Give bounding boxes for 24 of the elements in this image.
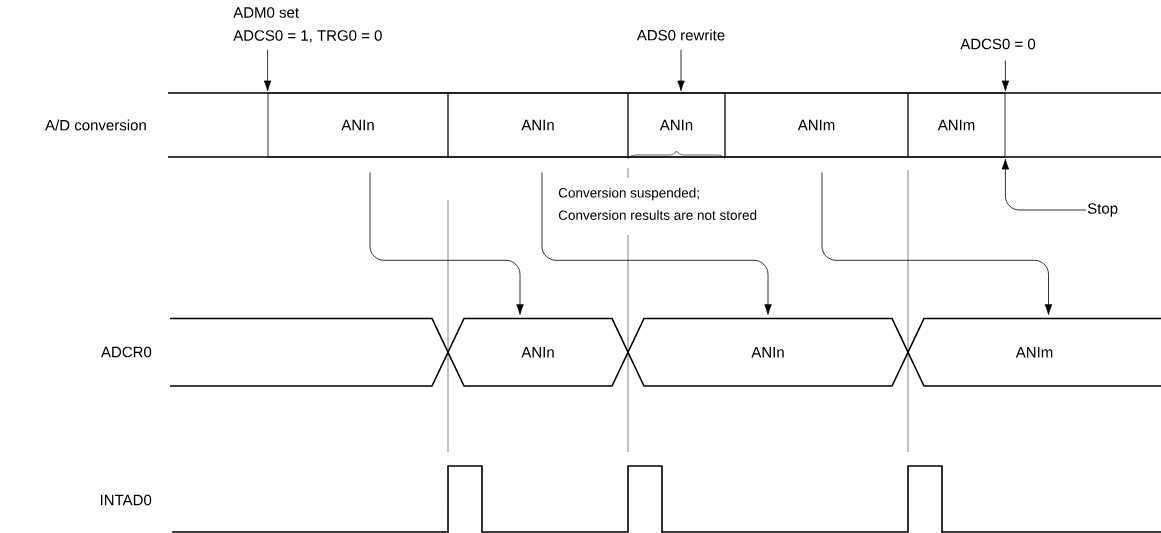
arrow — [541, 172, 772, 315]
annotation-text: Stop — [1087, 203, 1118, 217]
conversion-cell: ANIm — [907, 92, 1006, 158]
arrow — [1001, 158, 1087, 211]
row-label: A/D conversion — [45, 119, 146, 131]
annotation-text: ADS0 rewrite — [636, 29, 725, 41]
row-label: ADCR0 — [101, 346, 152, 358]
arrow — [821, 172, 1053, 315]
conversion-cell: ANIn — [627, 92, 726, 158]
note-text: Conversion results are not stored — [558, 210, 757, 220]
arrow — [369, 172, 524, 315]
data-cell: ANIn — [447, 317, 629, 387]
row-label: INTAD0 — [100, 494, 152, 506]
conversion-cell: ANIn — [267, 92, 449, 158]
conversion-cell: ANIn — [447, 92, 629, 158]
arrow — [263, 49, 272, 92]
data-cell: ANIn — [627, 317, 909, 387]
annotation-text: ADCS0 = 0 — [960, 38, 1036, 50]
note-text: Conversion suspended; — [558, 187, 699, 201]
arrow — [677, 49, 685, 92]
annotation-text: ADM0 set ADCS0 = 1, TRG0 = 0 — [233, 7, 382, 43]
conversion-cell: ANIm — [724, 92, 909, 158]
arrow — [1001, 60, 1010, 92]
data-cell: ANIm — [907, 317, 1161, 387]
